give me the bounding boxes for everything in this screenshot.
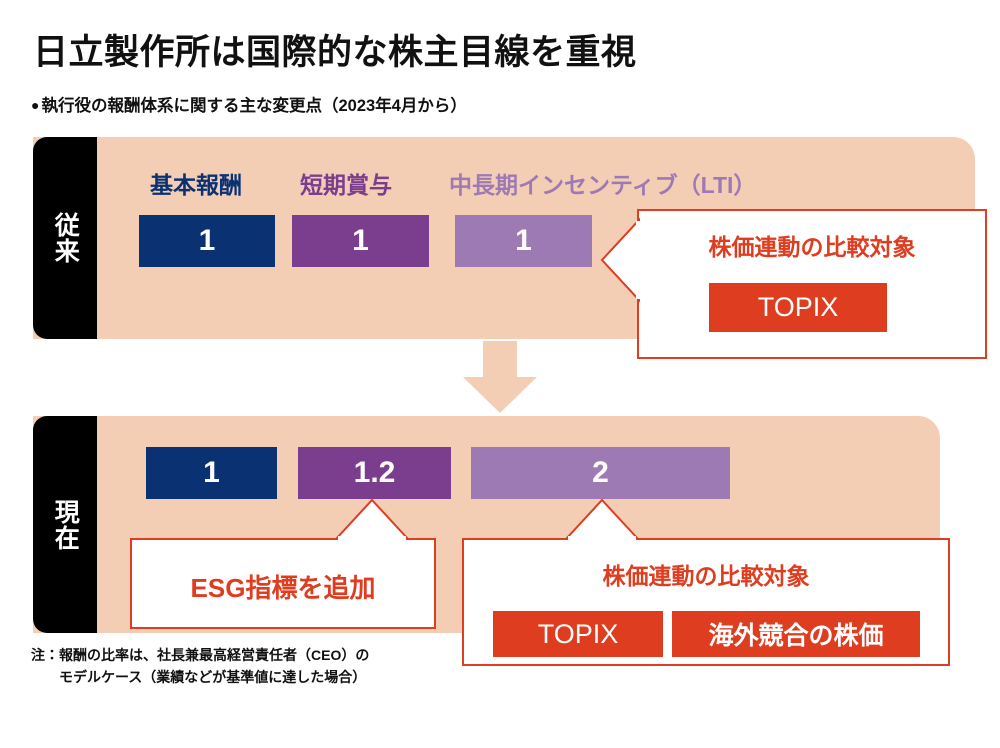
- chip-old-lti-topix: TOPIX: [709, 283, 887, 332]
- bar-new-lti-value: 2: [592, 456, 609, 489]
- callout-new-sti: [130, 538, 436, 629]
- bar-old-lti: 1: [455, 215, 592, 267]
- category-label-sti-old: 短期賞与: [300, 172, 392, 198]
- bar-old-base: 1: [139, 215, 275, 267]
- page-subtitle: ●執行役の報酬体系に関する主な変更点（2023年4月から）: [31, 92, 467, 116]
- era-tab-old: 従来: [33, 137, 97, 339]
- era-tab-new: 現在: [33, 416, 97, 633]
- callout-old-lti-tail: [600, 217, 644, 303]
- bar-old-lti-value: 1: [515, 224, 532, 257]
- callout-new-lti-tail: [563, 498, 641, 542]
- bar-new-sti-value: 1.2: [353, 456, 396, 489]
- callout-new-sti-tail: [333, 498, 411, 542]
- bar-new-base: 1: [146, 447, 277, 499]
- subtitle-text: 執行役の報酬体系に関する主な変更点（2023年4月から）: [41, 97, 467, 115]
- chip-new-lti-overseas: 海外競合の株価: [672, 611, 920, 657]
- bullet-icon: ●: [31, 97, 40, 113]
- bar-new-sti: 1.2: [298, 447, 451, 499]
- bar-new-base-value: 1: [203, 456, 220, 489]
- callout-old-lti-title: 株価連動の比較対象: [708, 234, 916, 260]
- era-tab-new-label: 現在: [51, 498, 80, 551]
- bar-old-sti: 1: [292, 215, 429, 267]
- bar-old-base-value: 1: [198, 224, 216, 257]
- page-title: 日立製作所は国際的な株主目線を重視: [33, 33, 637, 72]
- category-label-base-old: 基本報酬: [150, 172, 242, 198]
- callout-new-lti-title: 株価連動の比較対象: [602, 563, 810, 589]
- bar-new-lti: 2: [471, 447, 730, 499]
- callout-new-sti-title: ESG指標を追加: [190, 573, 376, 603]
- bar-old-sti-value: 1: [352, 224, 369, 257]
- transition-arrow-icon: [463, 341, 537, 413]
- era-tab-old-label: 従来: [51, 212, 80, 264]
- category-label-lti-old: 中長期インセンティブ（LTI）: [449, 172, 757, 198]
- footnote: 注：報酬の比率は、社長兼最高経営責任者（CEO）の モデルケース（業績などが基準…: [31, 647, 370, 685]
- chip-new-lti-topix: TOPIX: [493, 611, 663, 657]
